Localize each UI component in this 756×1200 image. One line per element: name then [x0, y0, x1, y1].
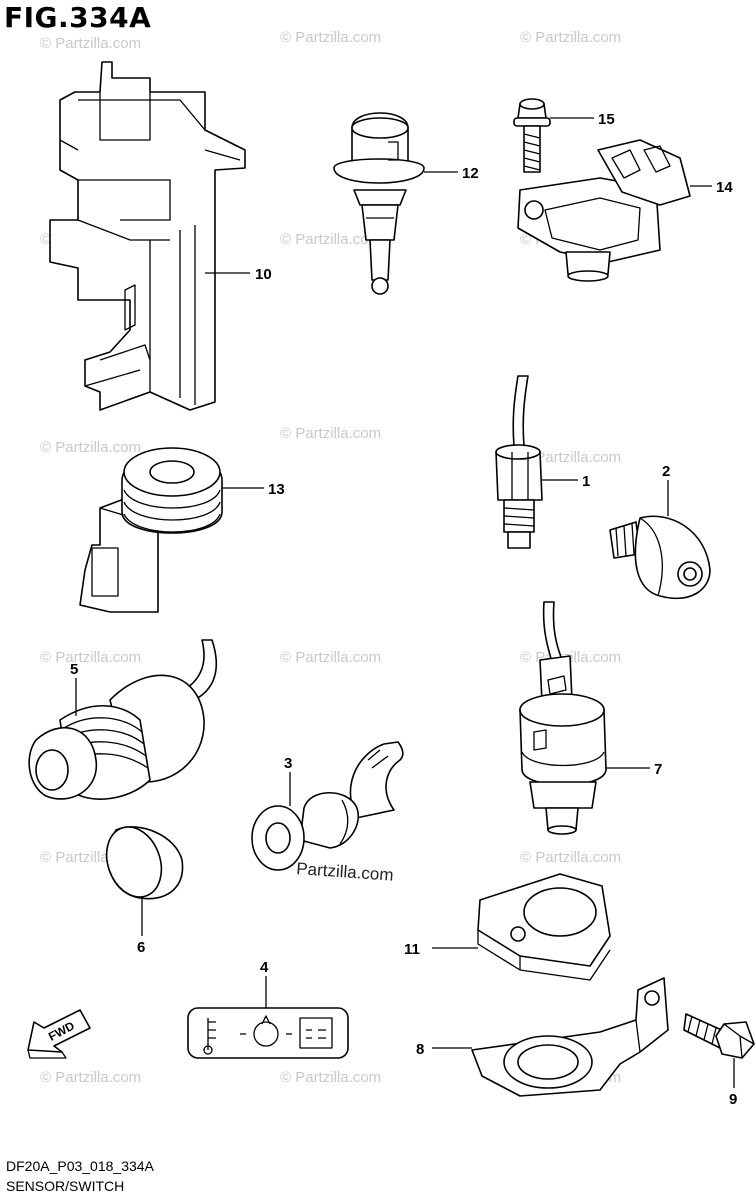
watermark: © Partzilla.com	[520, 29, 621, 46]
callout-7: 7	[654, 761, 662, 778]
part-10-harness-bracket	[49, 61, 246, 411]
part-5-sensor	[28, 639, 218, 800]
part-9-bolt	[683, 1013, 755, 1059]
watermark: © Partzilla.com	[520, 849, 621, 866]
part-4-label-plate	[187, 1007, 349, 1059]
part-11-bracket	[477, 873, 611, 981]
callout-3: 3	[284, 755, 292, 772]
watermark: © Partzilla.com	[280, 29, 381, 46]
part-8-mounting-bracket	[471, 977, 669, 1097]
watermark: © Partzilla.com	[280, 1069, 381, 1086]
callout-6: 6	[137, 939, 145, 956]
callout-1: 1	[582, 473, 590, 490]
part-12-temperature-sensor	[333, 112, 425, 295]
watermark-overlay-text: Partzilla.com	[296, 859, 394, 885]
watermark: © Partzilla.com	[520, 449, 621, 466]
watermark: © Partzilla.com	[40, 1069, 141, 1086]
part-14-map-sensor	[517, 139, 691, 282]
watermark: © Partzilla.com	[40, 439, 141, 456]
callout-11: 11	[404, 941, 420, 958]
callout-12: 12	[462, 165, 479, 182]
figure-code: DF20A_P03_018_334A	[6, 1158, 154, 1174]
figure-caption: SENSOR/SWITCH	[6, 1178, 125, 1194]
callout-13: 13	[268, 481, 285, 498]
watermark: © Partzilla.com	[280, 649, 381, 666]
callout-2: 2	[662, 463, 670, 480]
callout-4: 4	[260, 959, 269, 976]
callout-9: 9	[729, 1091, 737, 1108]
watermark: © Partzilla.com	[40, 649, 141, 666]
part-1-oil-pressure-sensor	[495, 375, 543, 549]
callout-8: 8	[416, 1041, 424, 1058]
callout-5: 5	[70, 661, 78, 678]
callout-15: 15	[598, 111, 615, 128]
part-3-sensor	[251, 741, 404, 871]
callout-14: 14	[716, 179, 733, 196]
part-7-pressure-switch	[519, 601, 607, 835]
part-13-grommet	[79, 447, 223, 613]
figure-title: FIG.334A	[4, 1, 152, 34]
fwd-direction-arrow: FWD	[27, 1009, 91, 1059]
callout-10: 10	[255, 266, 272, 283]
part-6-cap	[105, 826, 184, 900]
watermark: © Partzilla.com	[280, 231, 381, 248]
part-2-knock-sensor	[609, 515, 711, 600]
watermark: © Partzilla.com	[280, 425, 381, 442]
part-15-bolt	[513, 98, 551, 173]
watermark: © Partzilla.com	[40, 35, 141, 52]
